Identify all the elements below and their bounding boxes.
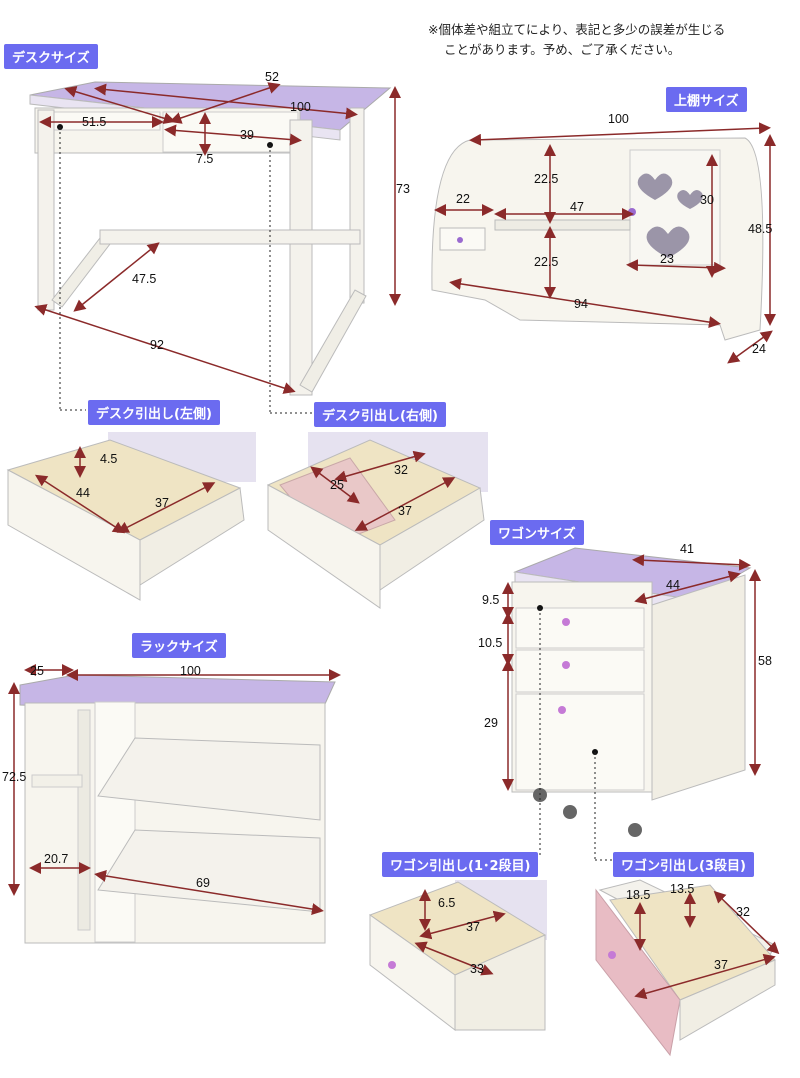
dim-desk-drawer-right-depth: 37 — [398, 504, 412, 518]
desk-drawer-right-illustration — [266, 432, 488, 609]
dim-wagon-drawer-12-width: 37 — [466, 920, 480, 934]
disclaimer-line-2: ことがあります。予め、ご了承ください。 — [444, 42, 681, 57]
dim-shelf-heart: 30 — [700, 193, 714, 207]
dim-desk-inner-depth: 47.5 — [132, 272, 157, 286]
dim-shelf-bottom-width: 94 — [574, 297, 588, 311]
dim-desk-drawer-left-depth: 37 — [155, 496, 169, 510]
dim-desk-drawer-left-height: 4.5 — [100, 452, 118, 466]
dim-shelf-width: 100 — [608, 112, 629, 126]
dim-wagon-drawer-12-height: 6.5 — [438, 896, 456, 910]
dim-shelf-height: 48.5 — [748, 222, 773, 236]
dim-wagon-h3: 29 — [484, 716, 498, 730]
disclaimer-line-1: ※個体差や組立てにより、表記と多少の誤差が生じる — [428, 22, 726, 37]
dim-wagon-height: 58 — [758, 654, 772, 668]
label-wagon-drawer-3: ワゴン引出し(3段目) — [613, 852, 754, 877]
dim-wagon-width: 44 — [666, 578, 680, 592]
dim-wagon-drawer-3-mid: 13.5 — [670, 882, 695, 896]
dim-rack-depth: 25 — [30, 664, 44, 678]
dim-wagon-drawer-3-height: 18.5 — [626, 888, 651, 902]
dim-desk-drawer2-width: 39 — [240, 128, 254, 142]
dim-desk-width: 100 — [290, 100, 311, 114]
dim-shelf-depth: 24 — [752, 342, 766, 356]
dim-desk-drawer-right-width: 32 — [394, 463, 408, 477]
dim-wagon-h2: 10.5 — [478, 636, 503, 650]
dim-shelf-side: 23 — [660, 252, 674, 266]
shelf-illustration — [431, 122, 776, 364]
label-desk-drawer-left: デスク引出し(左側) — [88, 400, 220, 425]
dim-desk-drawer-height: 7.5 — [196, 152, 214, 166]
dim-shelf-mid: 47 — [570, 200, 584, 214]
dim-desk-inner-width: 92 — [150, 338, 164, 352]
dim-wagon-drawer-3-width: 32 — [736, 905, 750, 919]
label-desk-drawer-right: デスク引出し(右側) — [314, 402, 446, 427]
wagon-drawer-3-illustration — [595, 879, 780, 1057]
rack-illustration — [8, 664, 341, 944]
dim-shelf-lower: 22.5 — [534, 255, 559, 269]
dim-desk-drawer-right-tray: 25 — [330, 478, 344, 492]
label-wagon-size: ワゴンサイズ — [490, 520, 584, 545]
dim-rack-inner-large: 69 — [196, 876, 210, 890]
dim-desk-depth: 52 — [265, 70, 279, 84]
label-wagon-drawer-12: ワゴン引出し(1･2段目) — [382, 852, 539, 877]
dim-rack-inner-small: 20.7 — [44, 852, 69, 866]
label-rack-size: ラックサイズ — [132, 633, 226, 658]
disclaimer-note: ※個体差や組立てにより、表記と多少の誤差が生じる ことがあります。予め、ご了承く… — [428, 20, 725, 60]
dim-desk-drawer-width: 51.5 — [82, 115, 107, 129]
desk-drawer-left-illustration — [6, 432, 256, 601]
dim-shelf-left: 22 — [456, 192, 470, 206]
dim-rack-height: 72.5 — [2, 770, 27, 784]
dim-rack-width: 100 — [180, 664, 201, 678]
dim-wagon-h1: 9.5 — [482, 593, 500, 607]
dim-shelf-upper: 22.5 — [534, 172, 559, 186]
dim-wagon-depth: 41 — [680, 542, 694, 556]
label-desk-size: デスクサイズ — [4, 44, 98, 69]
wagon-illustration — [502, 547, 761, 861]
dim-wagon-drawer-12-depth: 33 — [470, 962, 484, 976]
desk-illustration — [29, 81, 401, 414]
dim-desk-height: 73 — [396, 182, 410, 196]
dim-desk-drawer-left-width: 44 — [76, 486, 90, 500]
label-shelf-size: 上棚サイズ — [666, 87, 747, 112]
wagon-drawer-12-illustration — [368, 880, 547, 1032]
dim-wagon-drawer-3-depth: 37 — [714, 958, 728, 972]
